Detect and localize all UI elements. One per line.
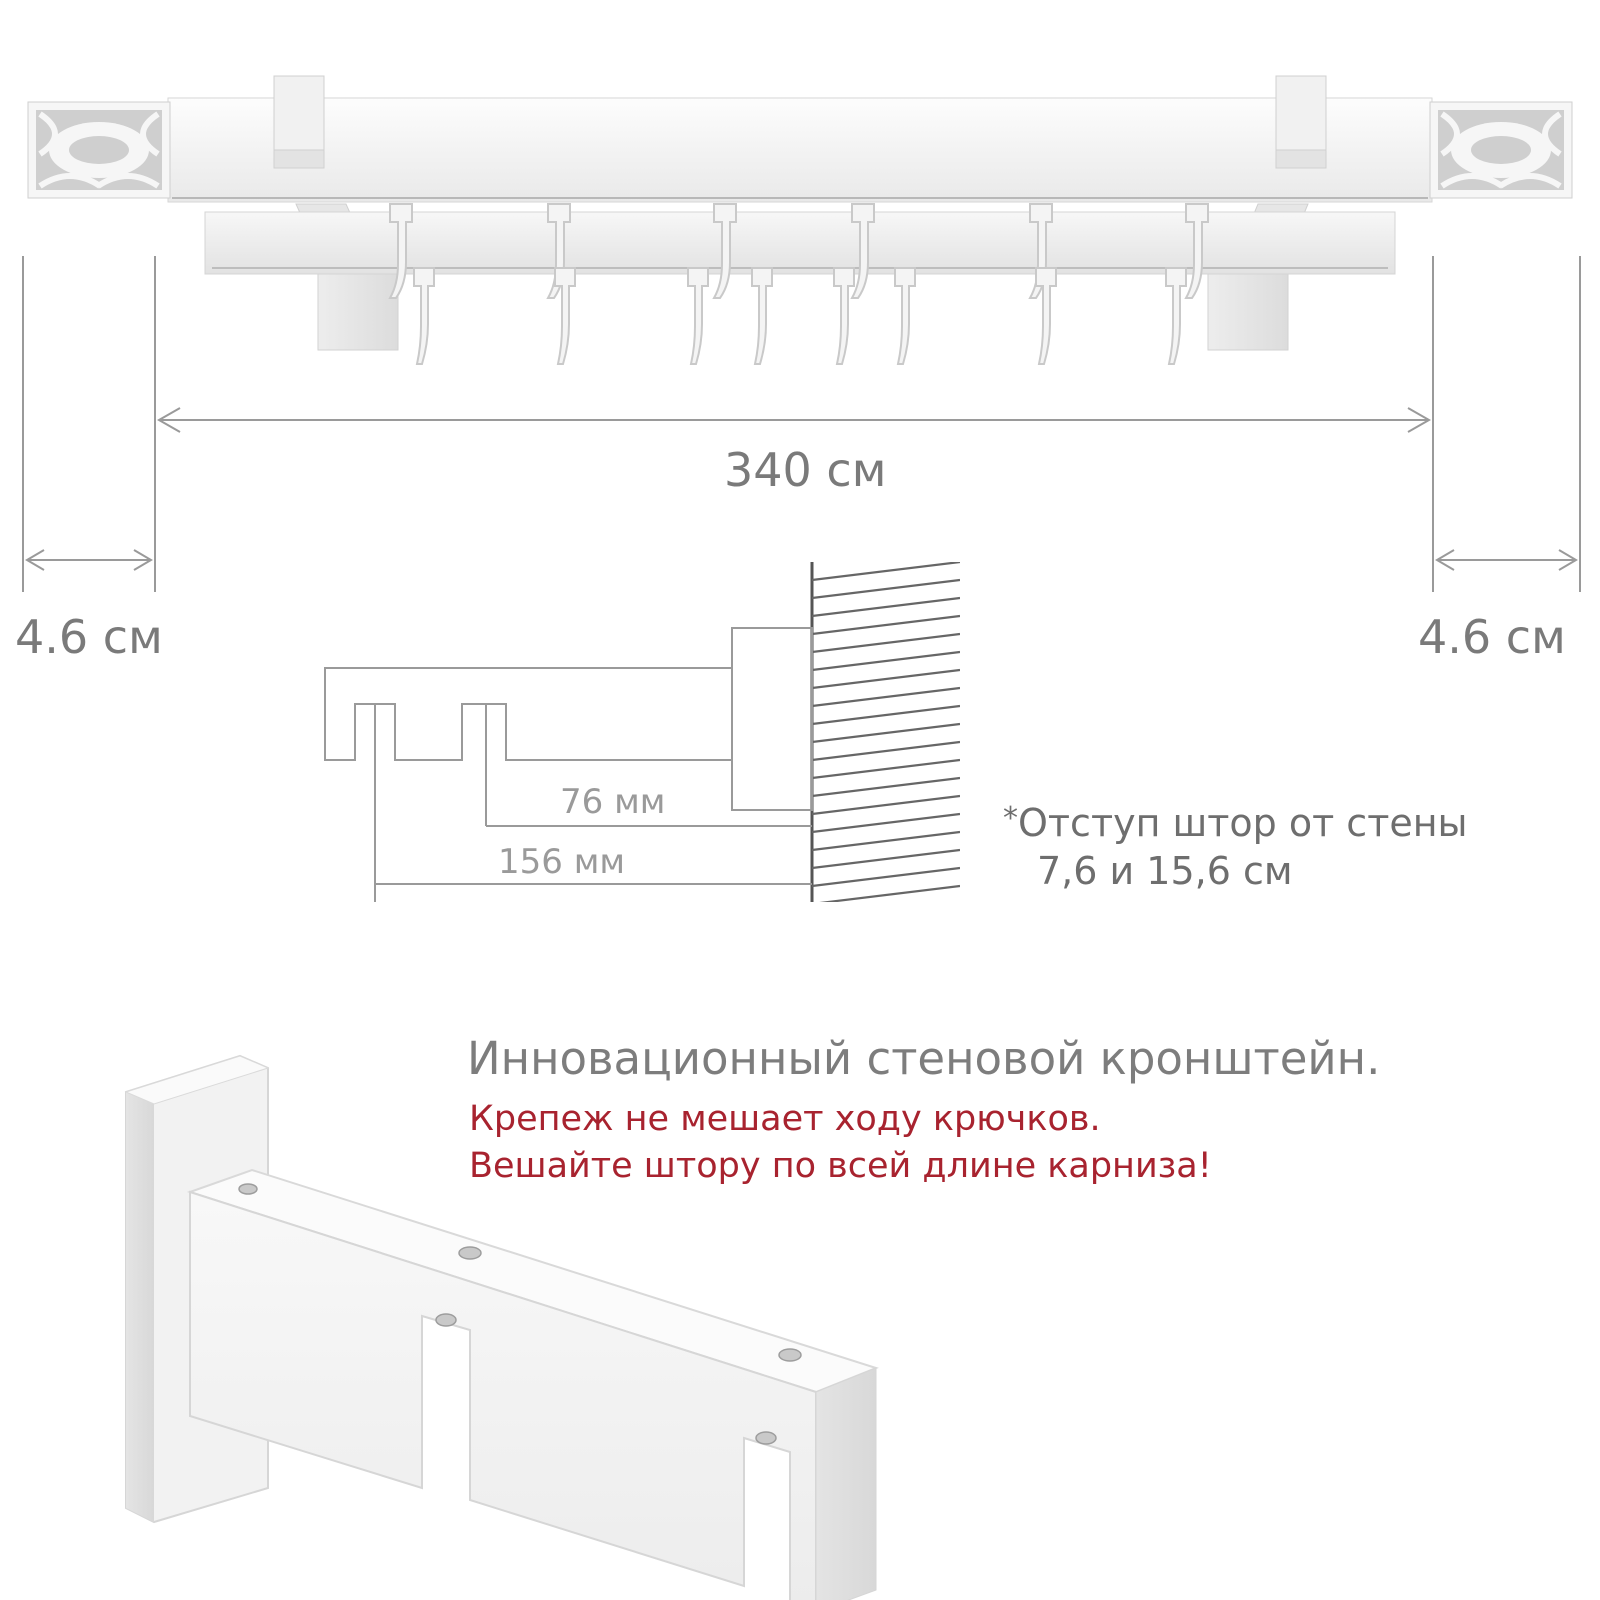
mount-plate-outline xyxy=(731,627,813,811)
right-overhang-label: 4.6 см xyxy=(1418,610,1566,664)
curtain-rod-illustration xyxy=(27,75,1573,365)
wall-hatching xyxy=(812,562,960,902)
right-end-cap xyxy=(1429,101,1573,199)
note-line-2: 7,6 и 15,6 см xyxy=(1037,848,1293,893)
promo-line-2: Вешайте штору по всей длине карниза! xyxy=(469,1146,1212,1186)
offset-note: *Отступ штор от стены 7,6 и 15,6 см xyxy=(1003,800,1468,895)
left-end-cap xyxy=(27,101,171,199)
left-overhang-label: 4.6 см xyxy=(15,610,163,664)
promo-line-1: Крепеж не мешает ходу крючков. xyxy=(469,1099,1101,1139)
upper-rail-hooks xyxy=(388,203,1209,299)
total-length-label: 340 см xyxy=(724,443,887,497)
upper-rail xyxy=(167,97,1433,203)
offset-near-label: 76 мм xyxy=(560,782,666,822)
right-bracket-base xyxy=(1207,261,1289,351)
note-line-1: Отступ штор от стены xyxy=(1018,801,1468,845)
left-bracket-base xyxy=(317,261,399,351)
lower-rail-hooks xyxy=(413,267,1187,365)
profile-outline xyxy=(324,667,732,761)
offset-far-label: 156 мм xyxy=(498,842,626,882)
note-asterisk: * xyxy=(1003,801,1018,836)
promo-headline: Инновационный стеновой кронштейн. xyxy=(467,1032,1381,1085)
